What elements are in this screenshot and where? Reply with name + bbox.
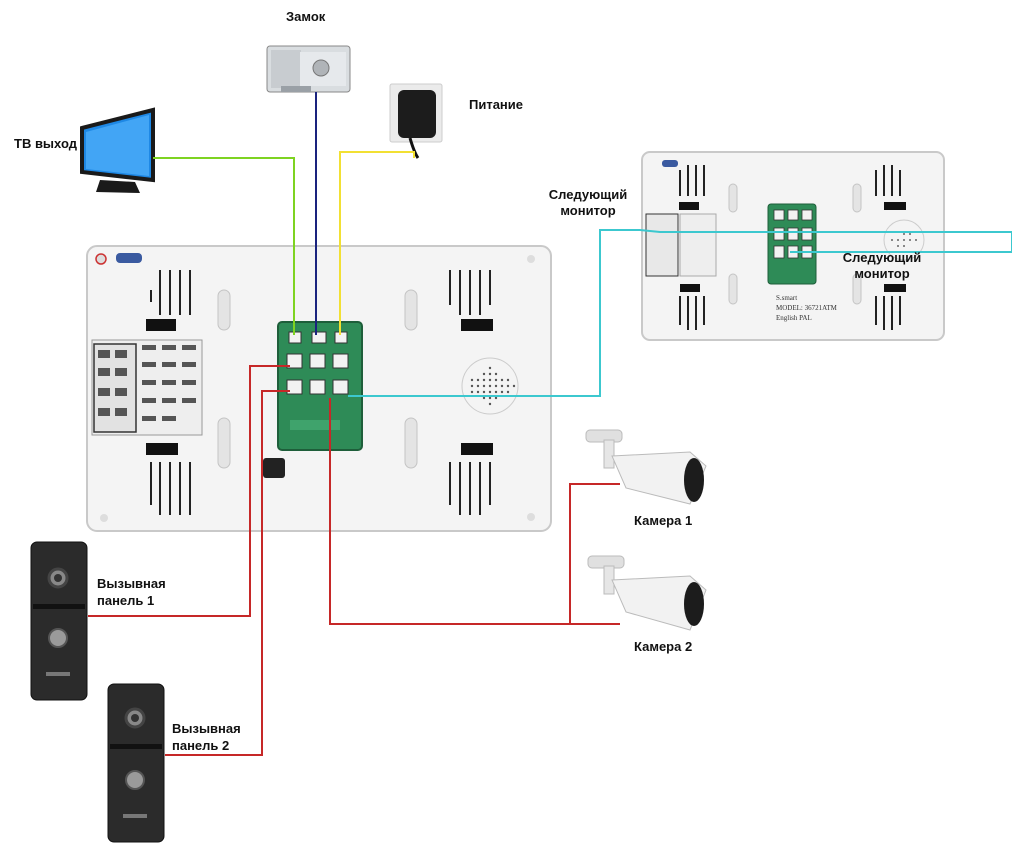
- camera1-label: Камера 1: [634, 513, 692, 528]
- call-panel1-label-line1: Вызывная: [97, 576, 166, 591]
- call-panel1-label-line2: панель 1: [97, 593, 154, 608]
- power-label: Питание: [469, 97, 523, 112]
- next-monitor-label-line2: монитор: [560, 203, 615, 218]
- panel2-wire: [165, 390, 290, 756]
- next-monitor-label-line1: Следующий: [549, 187, 627, 202]
- wires: [88, 92, 1012, 756]
- lock-icon: [266, 45, 351, 93]
- next-monitor-wire: [348, 229, 1012, 397]
- camera1-wire: [569, 483, 620, 624]
- power-wire: [339, 151, 415, 335]
- monitor-back-icon: S.smart MODEL: 36721ATM English PAL: [641, 151, 945, 341]
- sticker-line: English PAL: [776, 314, 812, 322]
- camera-bus-wire: [329, 398, 570, 625]
- call-panel-icon: [30, 541, 88, 701]
- monitor-back-icon: [86, 245, 552, 532]
- call-panel-icon: [107, 683, 165, 843]
- sticker-line: MODEL: 36721ATM: [776, 304, 838, 312]
- sticker-line: S.smart: [776, 294, 797, 302]
- next-monitor-label-line2: монитор: [854, 266, 909, 281]
- next-monitor-label-line1: Следующий: [843, 250, 921, 265]
- power-adapter-icon: [389, 83, 443, 159]
- tv-out-label: ТВ выход: [14, 136, 78, 151]
- tv-wire: [153, 157, 295, 335]
- speaker-grille: [470, 366, 516, 406]
- camera-icon: [585, 429, 707, 505]
- camera-icon: [587, 555, 707, 631]
- call-panel2-label-line1: Вызывная: [172, 721, 241, 736]
- panel1-wire: [88, 365, 290, 617]
- call-panel2-label-line2: панель 2: [172, 738, 229, 753]
- camera2-label: Камера 2: [634, 639, 692, 654]
- lock-label: Замок: [286, 9, 326, 24]
- tv-icon: [80, 107, 155, 193]
